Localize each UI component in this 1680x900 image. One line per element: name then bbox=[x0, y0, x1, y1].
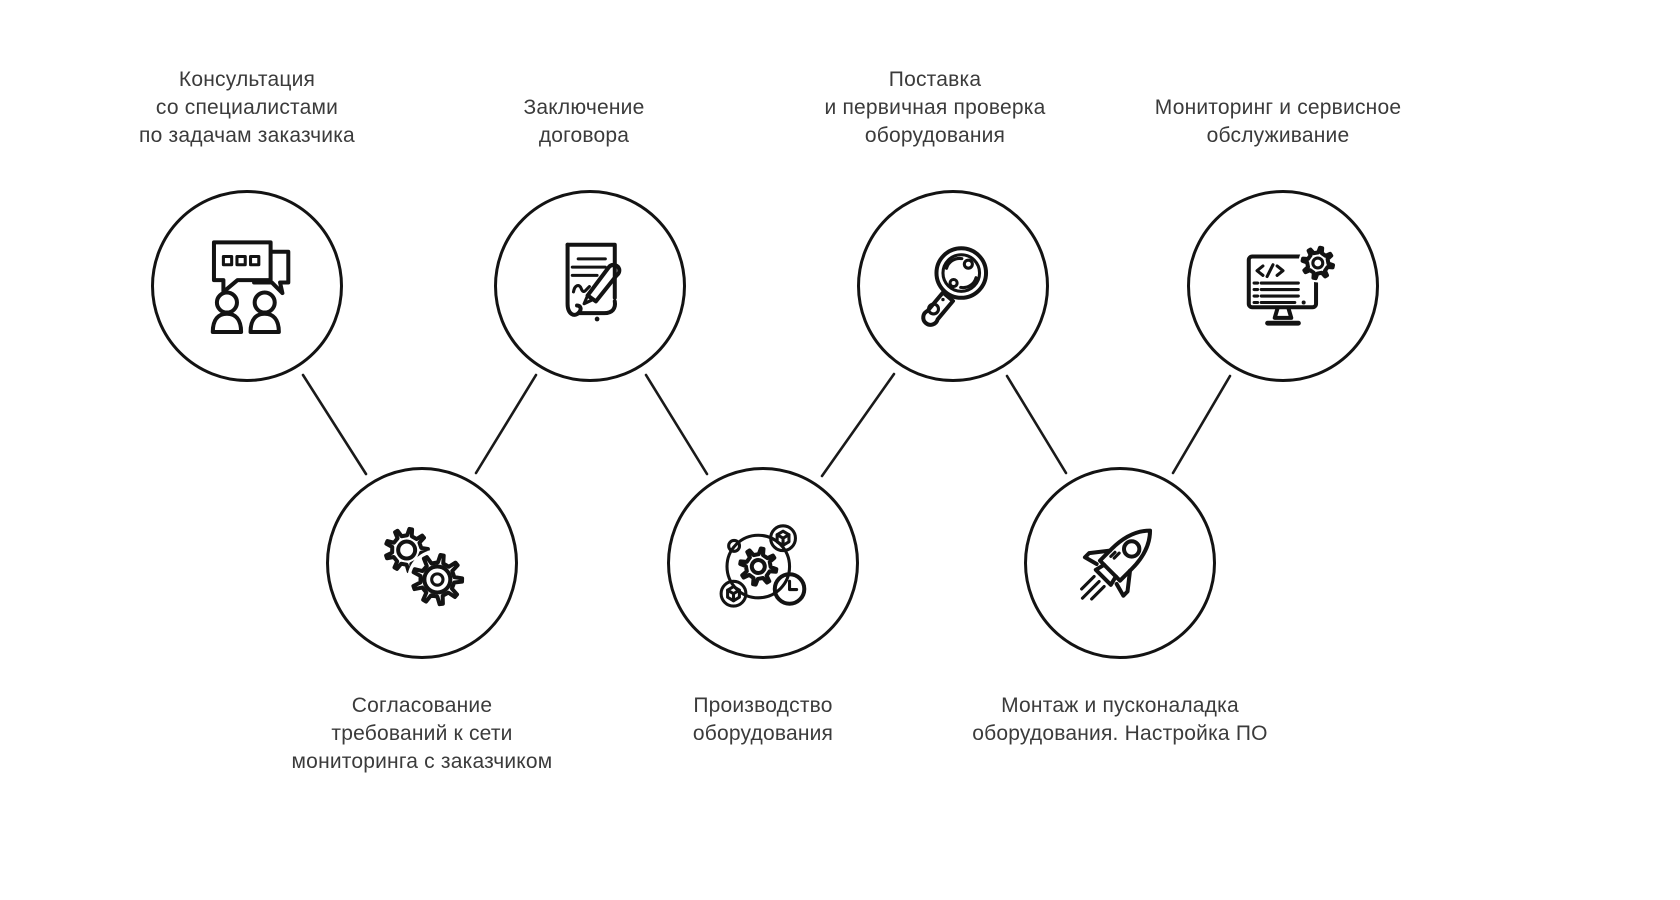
step-label-production: Производство оборудования bbox=[692, 694, 834, 745]
step-label-consultation: Консультация со специалистами по задачам… bbox=[139, 68, 355, 147]
step-label-requirements: Согласование требований к сети мониторин… bbox=[291, 694, 553, 773]
package-node bbox=[769, 524, 797, 553]
rocket-icon bbox=[1080, 528, 1153, 601]
step-label-monitoring: Мониторинг и сервисное обслуживание bbox=[1154, 96, 1402, 147]
connector-line bbox=[644, 373, 709, 476]
step-label-contract: Заключение договора bbox=[523, 96, 645, 147]
step-label-installation: Монтаж и пусконаладка оборудования. Наст… bbox=[972, 694, 1268, 745]
connector-line bbox=[1005, 374, 1068, 475]
step-label-delivery-check: Поставка и первичная проверка оборудован… bbox=[824, 68, 1046, 147]
connector-line bbox=[1171, 374, 1232, 475]
contract-signing-icon bbox=[565, 242, 622, 322]
connector-line bbox=[474, 373, 538, 475]
step-circle-requirements bbox=[326, 467, 518, 659]
step-circle-production bbox=[667, 467, 859, 659]
connector-line bbox=[301, 373, 368, 476]
gear-orbit-clock-icon bbox=[719, 524, 807, 608]
chat-people-icon bbox=[210, 240, 291, 335]
connector-line bbox=[820, 372, 896, 478]
package-node bbox=[719, 579, 748, 608]
step-circle-monitoring bbox=[1187, 190, 1379, 382]
gears-icon bbox=[384, 526, 468, 610]
step-circle-consultation bbox=[151, 190, 343, 382]
step-circle-contract bbox=[494, 190, 686, 382]
monitor-gear-icon bbox=[1246, 243, 1338, 326]
step-circle-delivery-check bbox=[857, 190, 1049, 382]
step-circle-installation bbox=[1024, 467, 1216, 659]
magnifier-inspection-icon bbox=[921, 246, 989, 327]
clock bbox=[772, 572, 807, 606]
